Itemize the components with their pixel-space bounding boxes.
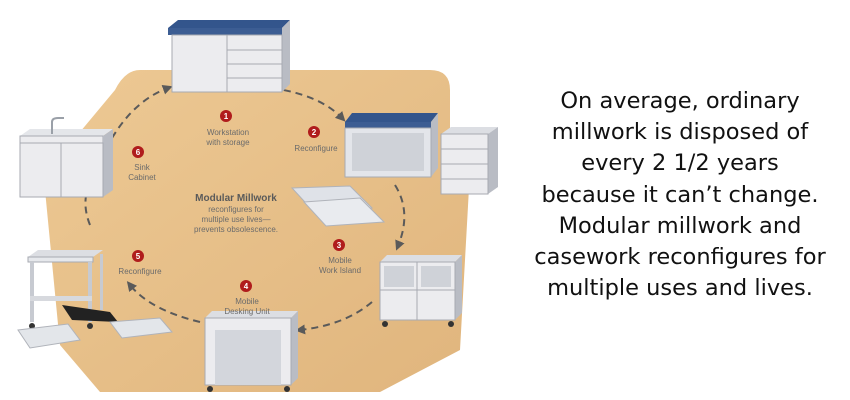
- center-line-3: prevents obsolescence.: [194, 225, 278, 234]
- cycle-arrows: [81, 85, 406, 335]
- drawer-pedestal: [440, 127, 498, 195]
- modular-millwork-diagram: 1 2 3 4 5 6 Workstation with storage Rec…: [17, 20, 498, 392]
- step-labels: Workstation with storage Reconfigure Mob…: [118, 128, 361, 316]
- step-label-4-line-1: Mobile: [235, 297, 259, 306]
- arrow-4-to-5: [126, 281, 201, 323]
- step-badges: 1 2 3 4 5 6: [132, 110, 345, 292]
- loose-panels: [290, 185, 386, 227]
- step-badge-5: 5: [132, 250, 144, 262]
- caption-text: On average, ordinary millwork is dispose…: [512, 86, 848, 304]
- workstation-cabinet: [168, 20, 290, 93]
- svg-text:6: 6: [136, 148, 141, 157]
- svg-text:5: 5: [136, 252, 141, 261]
- mobile-work-island: [379, 255, 462, 327]
- caption-line: casework reconfigures for: [534, 244, 826, 271]
- step-label-3-line-1: Mobile: [328, 256, 352, 265]
- svg-text:1: 1: [224, 112, 229, 121]
- center-text: Modular Millwork reconfigures for multip…: [194, 193, 278, 234]
- svg-text:4: 4: [244, 282, 249, 291]
- arrow-5-to-6: [81, 183, 92, 226]
- step-label-2-line-1: Reconfigure: [294, 144, 338, 153]
- caption-line: because it can’t change.: [541, 181, 819, 208]
- step-label-1-line-2: with storage: [205, 138, 250, 147]
- arrow-1-to-2: [271, 87, 346, 122]
- center-line-1: reconfigures for: [208, 205, 264, 214]
- center-title: Modular Millwork: [195, 193, 277, 204]
- step-badge-6: 6: [132, 146, 144, 158]
- caption-line: multiple uses and lives.: [547, 275, 813, 302]
- mobile-desking-unit: [204, 311, 298, 392]
- step-label-3-line-2: Work Island: [319, 266, 361, 275]
- step-badge-4: 4: [240, 280, 252, 292]
- arrow-3-to-4: [295, 301, 373, 335]
- step-badge-3: 3: [333, 239, 345, 251]
- open-frame-cart: [17, 250, 173, 349]
- arrow-2-to-3: [394, 184, 406, 251]
- step-badge-2: 2: [308, 126, 320, 138]
- caption-line: millwork is disposed of: [551, 119, 809, 146]
- step-label-4-line-2: Desking Unit: [224, 307, 270, 316]
- open-cabinet: [344, 113, 438, 178]
- svg-text:3: 3: [337, 241, 342, 250]
- step-label-1-line-1: Workstation: [207, 128, 249, 137]
- step-label-6-line-1: Sink: [134, 163, 151, 172]
- svg-text:2: 2: [312, 128, 317, 137]
- step-label-6-line-2: Cabinet: [128, 173, 156, 182]
- caption-line: Modular millwork and: [558, 212, 802, 239]
- sink-cabinet: [19, 117, 113, 198]
- arrow-6-to-1: [111, 85, 173, 139]
- step-label-5-line-1: Reconfigure: [118, 267, 162, 276]
- step-badge-1: 1: [220, 110, 232, 122]
- caption-line: On average, ordinary: [560, 88, 800, 114]
- center-line-2: multiple use lives—: [202, 215, 271, 224]
- caption-line: every 2 1/2 years: [581, 150, 779, 177]
